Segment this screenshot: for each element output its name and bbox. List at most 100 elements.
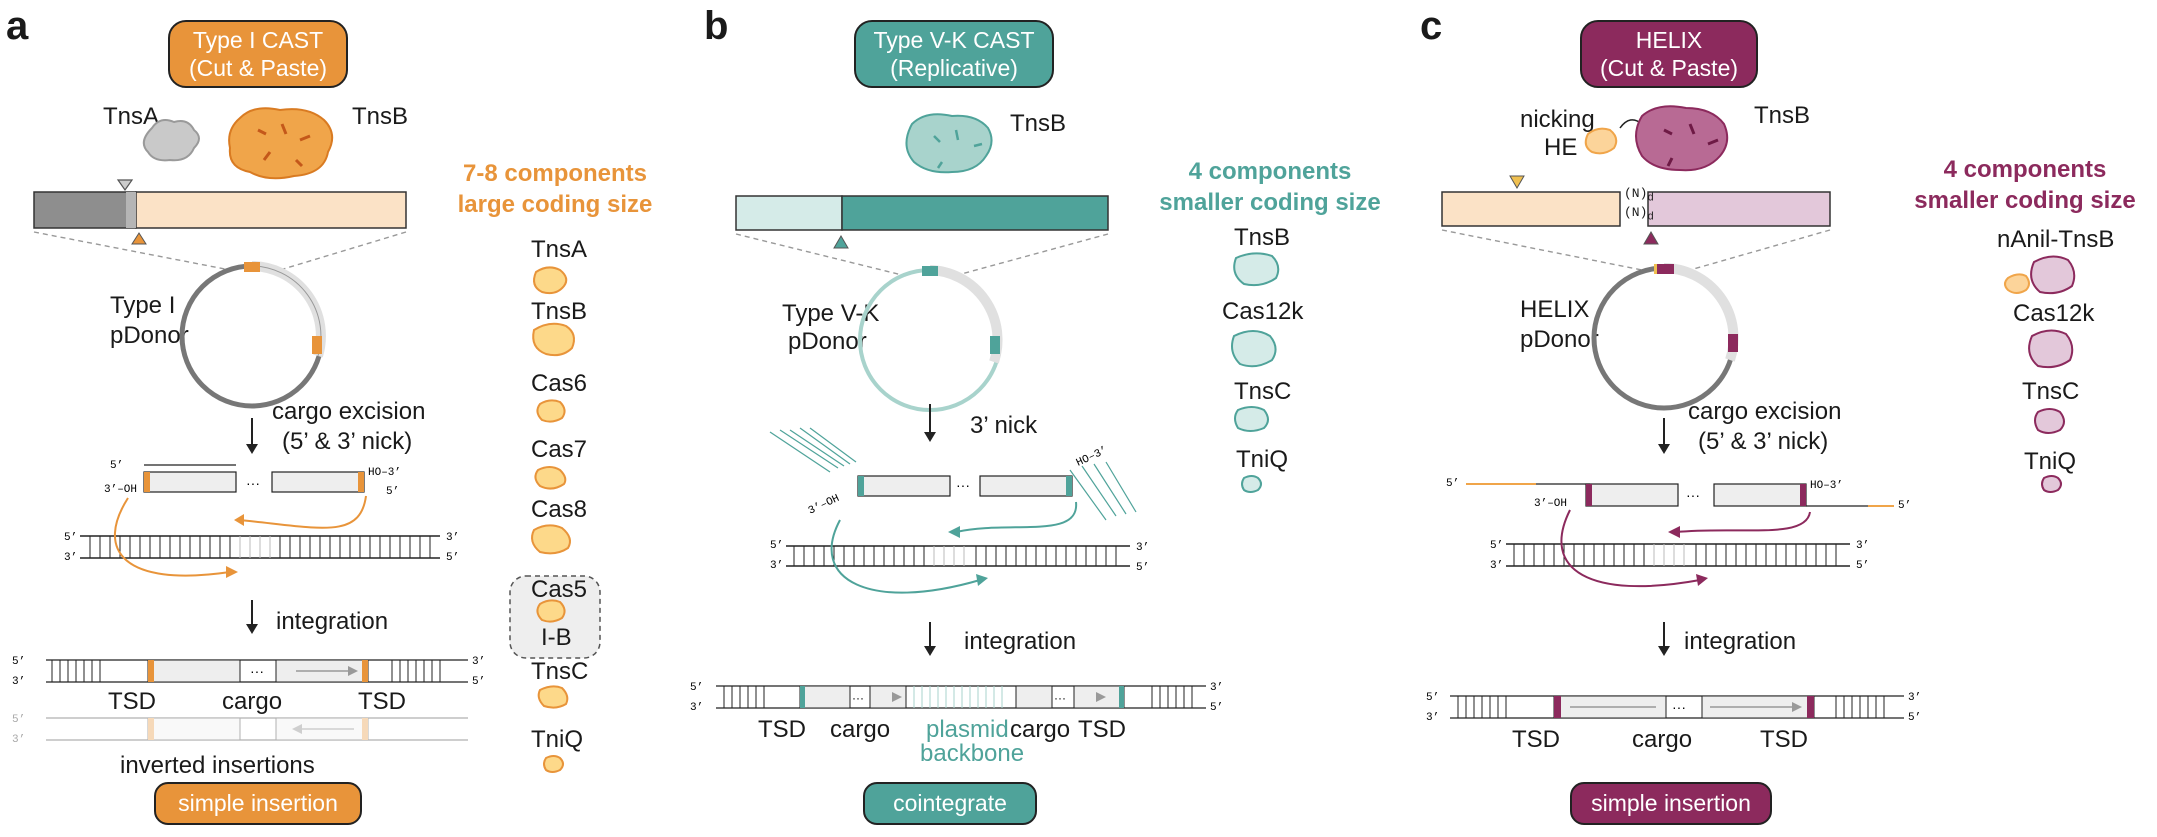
step-2-label: integration [964,628,1077,655]
cas7-icon [534,466,567,490]
tnsb-icon [532,322,575,357]
cas8-icon [531,524,571,555]
donor-bar-light [735,195,843,231]
cas5-icon [536,599,566,623]
svg-text:5’: 5’ [110,460,123,472]
backbone-label-line-1: plasmid [926,716,1009,743]
protein-label-tnsa: TnsA [103,103,160,130]
donor-bar-dark [33,191,137,229]
svg-text:5’: 5’ [446,552,459,564]
panel-label: c [1420,4,1443,48]
cas12k-icon [2028,329,2074,369]
tsd-label-right: TSD [1760,726,1808,753]
component-tniq: TniQ [531,726,584,753]
tnsa-icon [533,266,568,295]
svg-text:···: ··· [250,663,264,679]
donor-label-line-1: HELIX [1520,296,1590,323]
tnsb-protein-icon [228,107,334,180]
panel-c-diagram: 5’ 3’–OH ··· HO–3’ 5’ 5’ 3’ 3’ [1426,105,2076,724]
svg-text:5’: 5’ [64,532,77,544]
tsd-label-left: TSD [108,688,156,715]
cas12k-icon [1231,330,1277,368]
protein-label-tnsb: TnsB [1010,110,1067,137]
svg-text:5’: 5’ [12,656,25,668]
inverted-insertions-label: inverted insertions [120,752,315,779]
cas6-icon [536,399,566,423]
panel-label: b [704,4,729,48]
component-cas12k: Cas12k [1222,298,1304,325]
donor-bar-light [1441,191,1621,227]
svg-text:5’: 5’ [1908,712,1921,724]
component-summary: 4 components smaller coding size [1140,156,1400,218]
svg-text:3’: 3’ [64,552,77,564]
title-line-1: Type I CAST [192,27,324,53]
spacer-bottom: (N)d [1624,205,1654,224]
system-title-box: Type V-K CAST (Replicative) [854,20,1054,88]
svg-text:5’: 5’ [1898,500,1911,512]
component-tnsc: TnsC [1234,378,1292,405]
tniq-icon [1241,475,1262,493]
component-cas8: Cas8 [531,496,588,523]
svg-text:HO–3’: HO–3’ [368,467,401,479]
svg-text:5’: 5’ [1490,540,1503,552]
panel-type-vk-cast: b Type V-K CAST (Replicative) TnsB 4 com… [690,0,1410,837]
component-cas5: Cas5 [531,576,588,603]
component-count: 7-8 components [462,160,648,187]
step-1-line-2: (5’ & 3’ nick) [282,428,413,455]
component-count: 4 components [1188,158,1352,185]
title-line-2: (Cut & Paste) [188,55,328,81]
tnsb-protein-icon [1635,105,1729,172]
svg-text:3’: 3’ [1908,692,1921,704]
title-line-1: Type V-K CAST [873,27,1035,53]
nanil-tnsb-icon [2030,255,2076,295]
step-2-label: integration [1684,628,1797,655]
coding-size: large coding size [457,191,653,218]
coding-size: smaller coding size [1914,187,2136,214]
component-tnsc: TnsC [2022,378,2080,405]
title-line-2: (Replicative) [890,55,1018,81]
tniq-icon [543,755,564,773]
tniq-icon [2041,475,2062,493]
tnsc-icon [2034,408,2065,434]
step-1-line-1: cargo excision [272,398,426,425]
panel-b-diagram: ··· 3’–OH HO–3’ 5’ 3’ 3’ 5’ 5 [690,113,1280,714]
panel-label: a [6,4,29,48]
svg-text:5’: 5’ [1136,562,1149,574]
system-title-box: Type I CAST (Cut & Paste) [168,20,348,88]
tsd-label-left: TSD [758,716,806,743]
svg-text:HO–3’: HO–3’ [1075,445,1110,470]
donor-bar-dark [841,195,1109,231]
step-2-label: integration [276,608,389,635]
cargo-label-left: cargo [830,716,891,743]
svg-text:5’: 5’ [1446,478,1459,490]
cargo-label: cargo [1632,726,1693,753]
svg-text:···: ··· [1054,691,1066,705]
nanil-he-icon [2004,273,2030,294]
svg-text:3’: 3’ [1490,560,1503,572]
donor-bar-light [135,191,407,229]
protein-label-tnsb: TnsB [352,103,409,130]
donor-label-line-1: Type I [110,292,176,319]
step-1-line-1: cargo excision [1688,398,1842,425]
donor-label-line-2: pDonor [788,328,867,355]
svg-text:5’: 5’ [1856,560,1869,572]
component-tniq: TniQ [2024,448,2077,475]
svg-text:HO–3’: HO–3’ [1810,480,1843,492]
protein-label-tnsb: TnsB [1754,102,1811,129]
svg-text:5’: 5’ [770,540,783,552]
tnsa-cut-marker [116,179,134,192]
panel-helix: c HELIX (Cut & Paste) nicking HE TnsB 4 … [1410,0,2157,837]
spacer-top-n: (N) [1624,186,1648,201]
donor-label-line-2: pDonor [110,322,189,349]
component-cas12k: Cas12k [2013,300,2095,327]
svg-text:3’: 3’ [12,734,25,746]
component-cas6: Cas6 [531,370,588,397]
tsd-label-right: TSD [358,688,406,715]
tsd-label-left: TSD [1512,726,1560,753]
svg-text:3’: 3’ [1426,712,1439,724]
tsd-label-right: TSD [1078,716,1126,743]
tnsb-icon [1233,252,1280,287]
svg-text:5’: 5’ [1426,692,1439,704]
svg-text:5’: 5’ [472,676,485,688]
svg-text:3’: 3’ [446,532,459,544]
